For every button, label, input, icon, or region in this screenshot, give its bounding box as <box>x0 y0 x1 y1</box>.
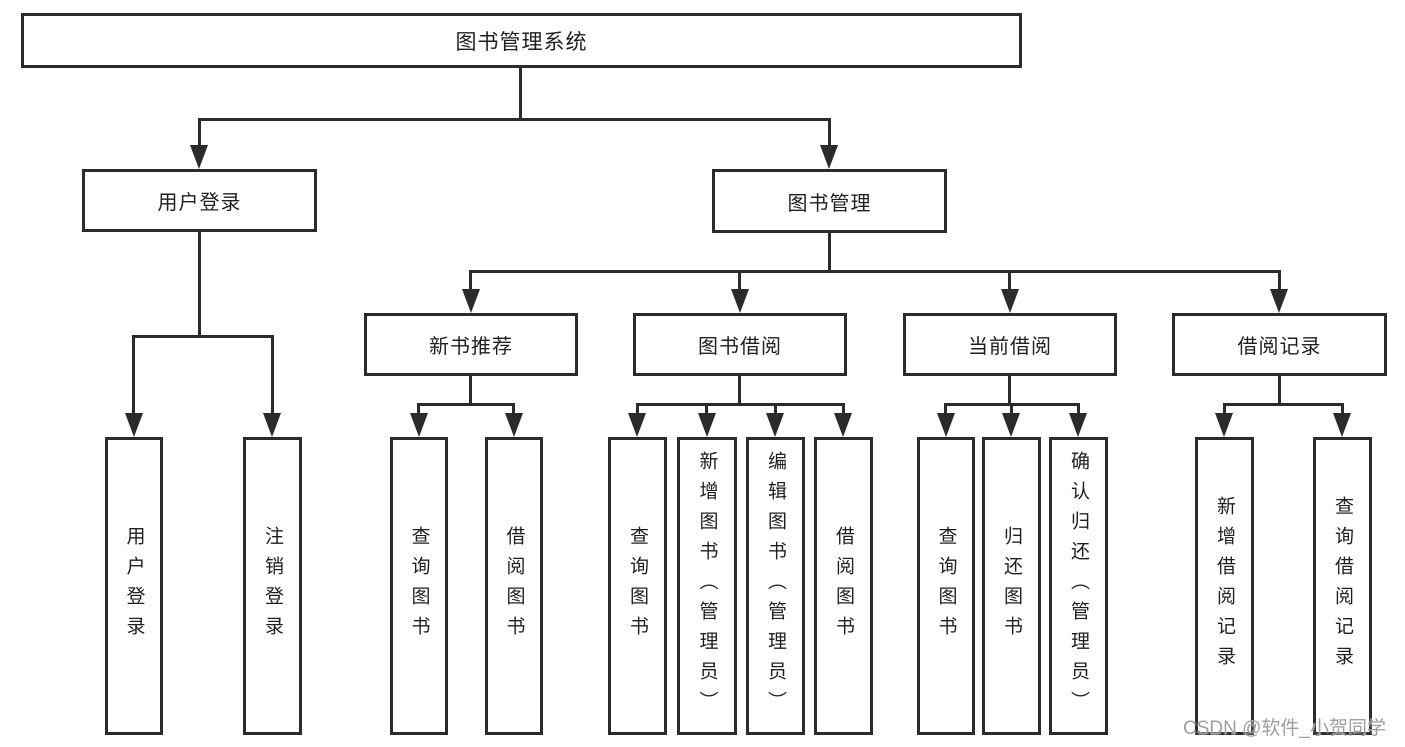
node-new-book-recommendation: 新书推荐 <box>364 313 578 376</box>
connector-line <box>774 403 777 413</box>
arrow-down-icon <box>698 413 716 437</box>
connector-line <box>636 403 639 413</box>
connector-line <box>417 403 420 413</box>
leaf-borrowing-query-books: 查询图书 <box>608 437 667 735</box>
connector-line <box>1010 403 1013 413</box>
connector-line <box>417 403 515 406</box>
arrow-down-icon <box>834 413 852 437</box>
node-user-login: 用户登录 <box>82 169 317 232</box>
connector-line <box>469 376 472 406</box>
connector-line <box>828 118 831 145</box>
leaf-current-confirm-return-admin: 确认归还（管理员） <box>1049 437 1108 735</box>
connector-line <box>1341 403 1344 413</box>
leaf-borrowing-edit-books-admin: 编辑图书（管理员） <box>746 437 805 735</box>
connector-line <box>1223 403 1344 406</box>
arrow-down-icon <box>505 413 523 437</box>
arrow-down-icon <box>1002 413 1020 437</box>
connector-line <box>198 118 831 121</box>
leaf-current-return-books: 归还图书 <box>982 437 1041 735</box>
arrow-down-icon <box>1270 289 1288 313</box>
connector-line <box>198 232 201 338</box>
node-book-management: 图书管理 <box>712 169 947 233</box>
arrow-down-icon <box>190 145 208 169</box>
connector-line <box>198 118 201 145</box>
node-library-management-system: 图书管理系统 <box>21 13 1022 68</box>
csdn-watermark: CSDN @软件_小贺同学 <box>1183 718 1386 739</box>
connector-line <box>1278 270 1281 289</box>
arrow-down-icon <box>731 289 749 313</box>
connector-line <box>1008 376 1011 406</box>
arrow-down-icon <box>820 145 838 169</box>
arrow-down-icon <box>1215 413 1233 437</box>
connector-line <box>842 403 845 413</box>
connector-line <box>738 376 741 406</box>
arrow-down-icon <box>766 413 784 437</box>
leaf-records-add-borrow-record: 新增借阅记录 <box>1195 437 1254 735</box>
node-borrowing-records: 借阅记录 <box>1172 313 1387 376</box>
arrow-down-icon <box>410 413 428 437</box>
arrow-down-icon <box>628 413 646 437</box>
leaf-user-login: 用户登录 <box>105 437 163 735</box>
connector-line <box>1008 270 1011 289</box>
connector-line <box>469 270 1281 273</box>
arrow-down-icon <box>263 413 281 437</box>
connector-line <box>271 335 274 413</box>
connector-line <box>738 270 741 289</box>
connector-line <box>519 68 522 121</box>
leaf-newbook-query-books: 查询图书 <box>390 437 448 735</box>
connector-line <box>1278 376 1281 406</box>
connector-line <box>828 233 831 273</box>
connector-line <box>1077 403 1080 413</box>
arrow-down-icon <box>125 413 143 437</box>
connector-line <box>1223 403 1226 413</box>
leaf-current-query-books: 查询图书 <box>917 437 975 735</box>
connector-line <box>636 403 845 406</box>
arrow-down-icon <box>462 289 480 313</box>
leaf-newbook-borrow-books: 借阅图书 <box>485 437 543 735</box>
connector-line <box>132 335 135 413</box>
arrow-down-icon <box>937 413 955 437</box>
arrow-down-icon <box>1001 289 1019 313</box>
node-book-borrowing: 图书借阅 <box>633 313 847 376</box>
leaf-logout: 注销登录 <box>243 437 302 735</box>
connector-line <box>512 403 515 413</box>
connector-line <box>469 270 472 289</box>
connector-line <box>705 403 708 413</box>
arrow-down-icon <box>1333 413 1351 437</box>
leaf-borrowing-add-books-admin: 新增图书（管理员） <box>677 437 737 735</box>
connector-line <box>944 403 947 413</box>
leaf-borrowing-borrow-books: 借阅图书 <box>814 437 873 735</box>
arrow-down-icon <box>1069 413 1087 437</box>
leaf-records-query-borrow-record: 查询借阅记录 <box>1313 437 1372 735</box>
connector-line <box>132 335 274 338</box>
node-current-borrowing: 当前借阅 <box>903 313 1117 376</box>
